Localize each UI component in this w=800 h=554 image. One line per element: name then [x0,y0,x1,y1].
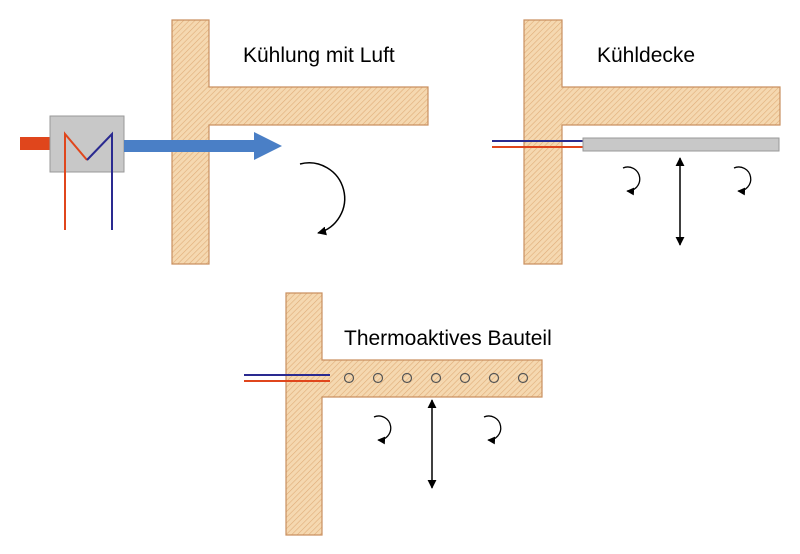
circulation-arrow-icon [299,162,346,236]
heat-exchanger-icon [49,115,125,230]
panel-thermoactive-component: Thermoaktives Bauteil [244,292,552,536]
panel-cooling-ceiling: Kühldecke [492,19,781,265]
title-cooling-ceiling: Kühldecke [597,44,695,67]
title-thermoactive-component: Thermoaktives Bauteil [344,327,552,350]
circulation-arrow-icon [373,415,392,445]
wall-slab-ceiling [523,19,781,265]
title-air-cooling: Kühlung mit Luft [243,44,395,67]
circulation-arrow-icon [733,166,752,196]
wall-slab-thermoactive [285,292,543,536]
air-flow-arrow-icon [124,132,282,160]
circulation-arrow-icon [622,166,641,196]
supply-duct-stub [20,137,50,150]
embedded-pipes [343,372,529,384]
circulation-arrow-icon [483,415,502,445]
cooling-ceiling-panel [582,137,780,152]
panel-air-cooling: Kühlung mit Luft [20,19,429,265]
wall-slab-air [171,19,429,265]
